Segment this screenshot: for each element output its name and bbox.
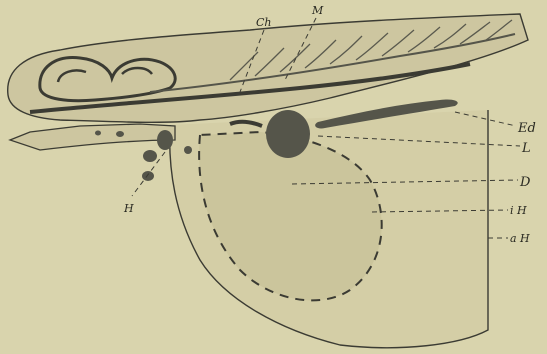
- label-h: H: [123, 202, 134, 215]
- label-l: L: [521, 141, 531, 156]
- label-ih: i H: [510, 204, 527, 217]
- label-ed: Ed: [517, 121, 536, 136]
- label-d: D: [519, 175, 531, 190]
- label-m: M: [311, 4, 324, 17]
- label-ah: a H: [510, 232, 530, 245]
- liver: [266, 110, 310, 158]
- label-ch: Ch: [256, 16, 272, 29]
